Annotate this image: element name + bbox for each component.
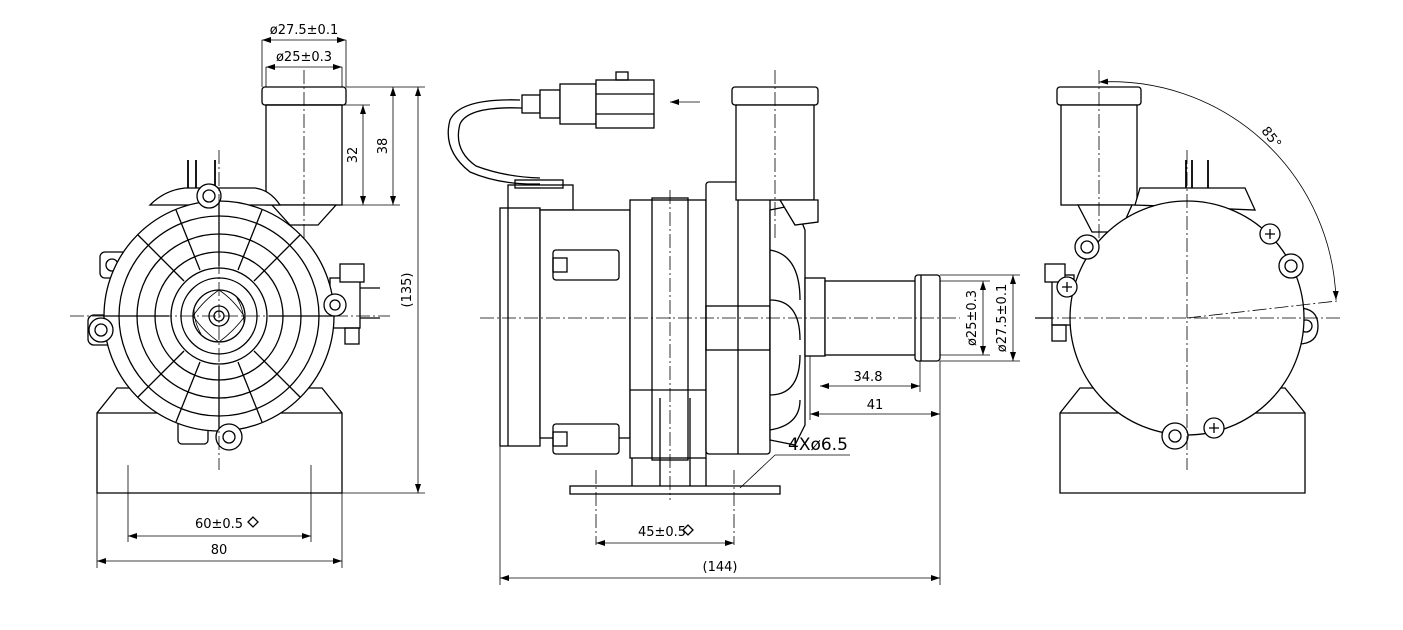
side-motor-body [539, 209, 631, 439]
dim-outlet-angle: 85° [1258, 124, 1284, 151]
side-cable [447, 99, 541, 185]
dim-outlet-inner-diameter: ø25±0.3 [276, 50, 332, 65]
side-mounting-foot [569, 485, 781, 495]
front-view: ø27.5±0.1 ø25±0.3 32 38 (135) 60±0.5 80 [70, 23, 425, 568]
dim-inlet-length-34-8: 34.8 [854, 370, 883, 385]
dim-outlet-outer-diameter: ø27.5±0.1 [270, 23, 338, 38]
dim-total-height: (135) [400, 273, 415, 308]
dim-height-38: 38 [376, 138, 391, 155]
side-rear-cap [499, 207, 541, 447]
dim-mount-spacing-side: 45±0.5 [638, 525, 686, 540]
dim-total-length: (144) [703, 560, 738, 575]
dim-inlet-inner-diameter: ø25±0.3 [965, 290, 980, 346]
side-flange [629, 199, 707, 459]
dim-mount-holes: 4Xø6.5 [788, 435, 848, 455]
rear-view: 85° [1035, 70, 1340, 494]
dim-inlet-outer-diameter: ø27.5±0.1 [995, 284, 1010, 352]
dim-height-32: 32 [346, 147, 361, 164]
dim-inlet-length-41: 41 [867, 398, 884, 413]
side-connector [559, 83, 597, 125]
side-view: ø25±0.3 ø27.5±0.1 34.8 41 4Xø6.5 45±0.5 … [447, 70, 1020, 585]
dim-base-width: 80 [211, 543, 228, 558]
dim-mount-spacing-front: 60±0.5 [195, 517, 243, 532]
